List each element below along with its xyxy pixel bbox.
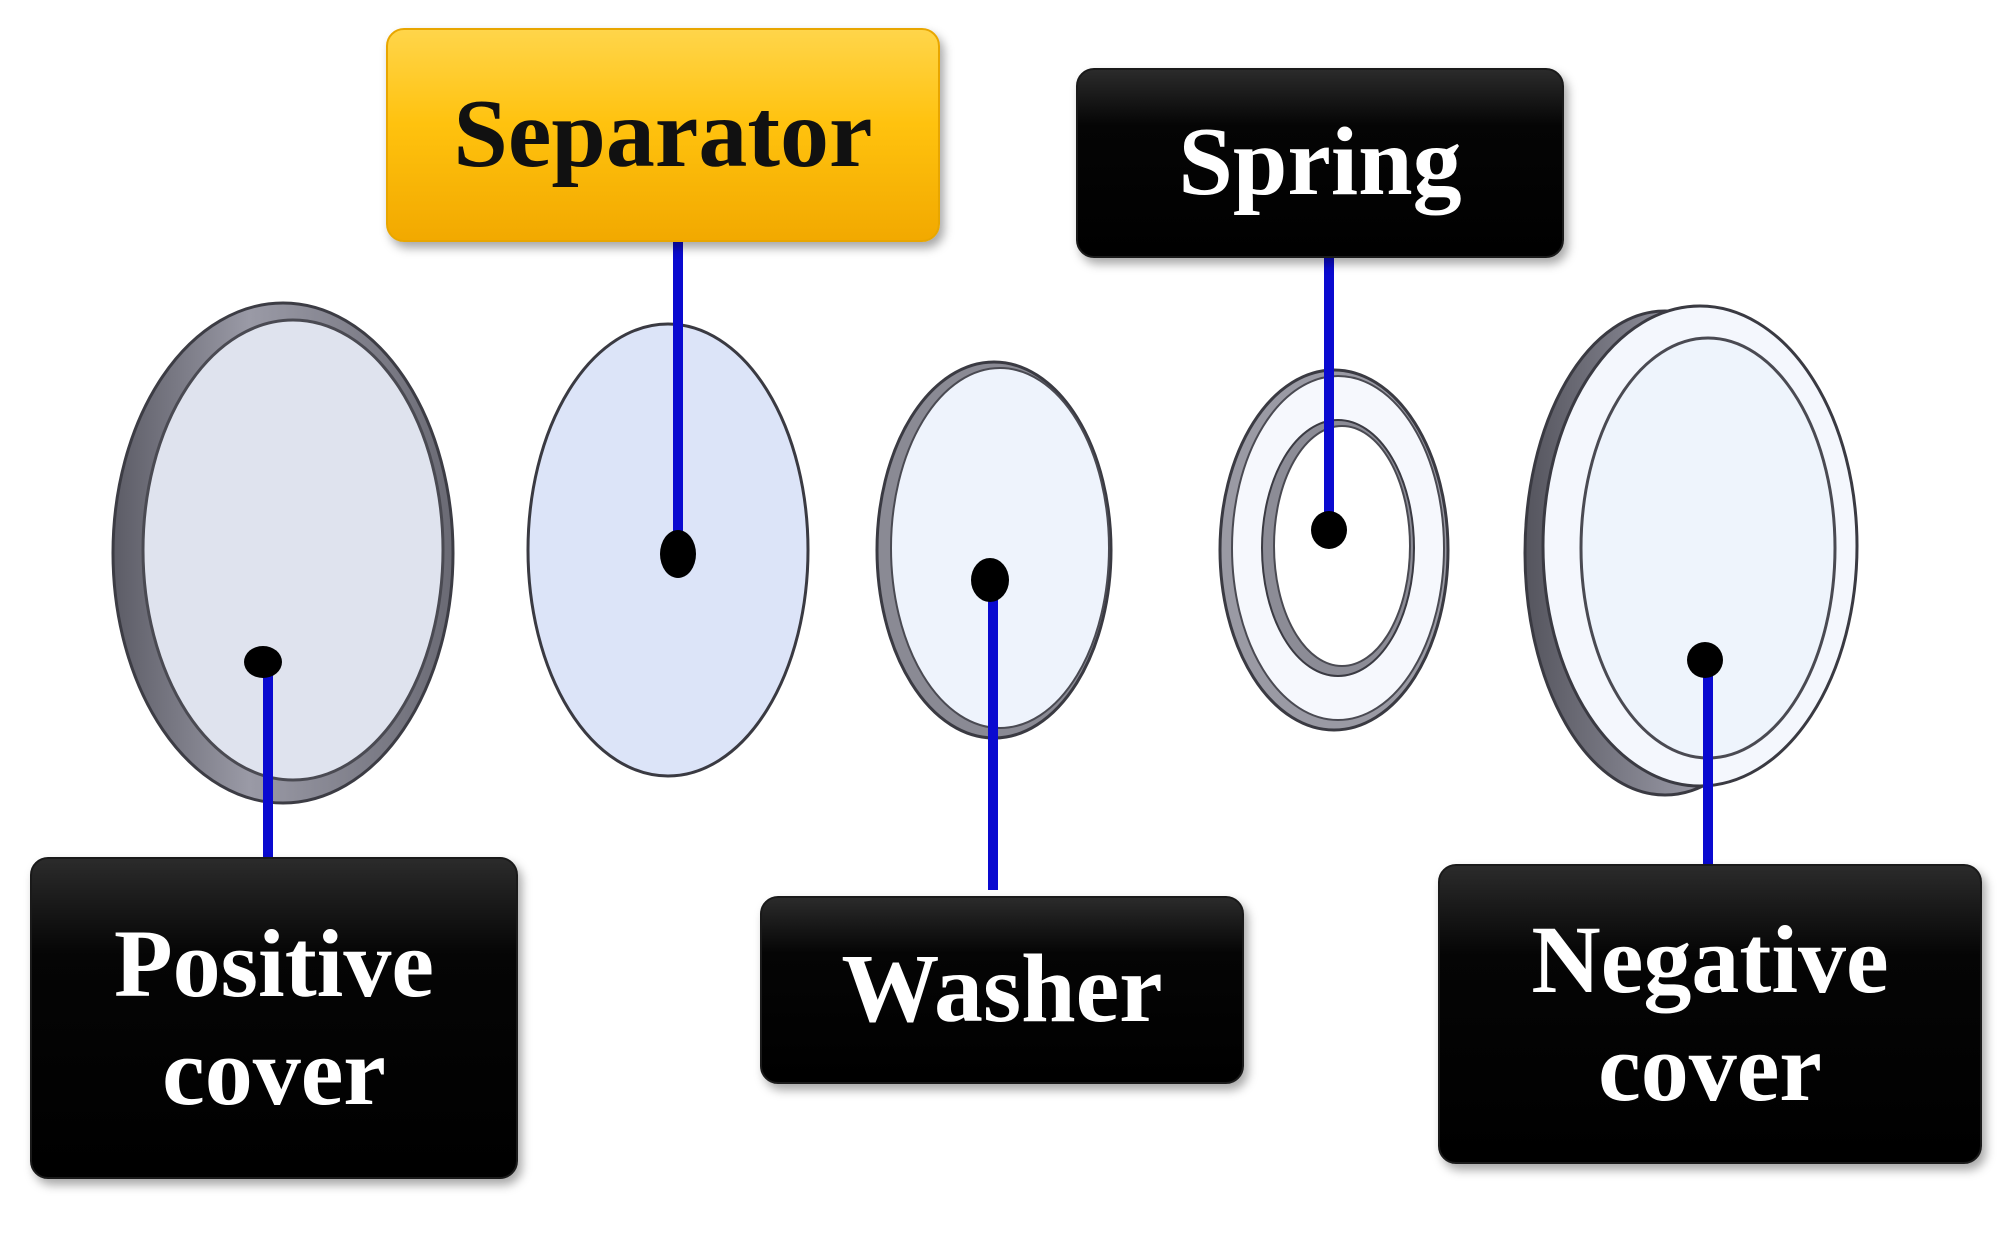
- negative-cover-label: Negative cover: [1438, 864, 1982, 1164]
- separator-label-text: Separator: [453, 80, 873, 189]
- positive-cover-label-line-1: Positive: [114, 910, 434, 1018]
- anchor-dots: [244, 511, 1723, 678]
- spring-part: [1218, 368, 1450, 732]
- negative-cover-part: [1523, 304, 1859, 797]
- negative-cover-label-line-2: cover: [1598, 1014, 1822, 1121]
- negative-cover-anchor-dot: [1687, 642, 1723, 678]
- positive-cover-face: [141, 318, 445, 782]
- separator-label: Separator: [386, 28, 940, 242]
- washer-face: [890, 367, 1110, 729]
- positive-cover-part: [111, 301, 455, 805]
- spring-label: Spring: [1076, 68, 1564, 258]
- separator-anchor-dot: [660, 530, 696, 578]
- spring-inner-hole: [1273, 425, 1411, 667]
- positive-cover-label: Positive cover: [30, 857, 518, 1179]
- positive-cover-anchor-dot: [244, 646, 282, 678]
- spring-label-text: Spring: [1178, 108, 1462, 217]
- negative-cover-label-line-1: Negative: [1531, 906, 1889, 1014]
- washer-anchor-dot: [971, 558, 1009, 602]
- positive-cover-label-line-2: cover: [162, 1018, 386, 1125]
- washer-part: [875, 360, 1113, 740]
- washer-label-text: Washer: [841, 935, 1163, 1044]
- leader-lines: [263, 240, 1713, 890]
- spring-anchor-dot: [1311, 511, 1347, 549]
- washer-label: Washer: [760, 896, 1244, 1084]
